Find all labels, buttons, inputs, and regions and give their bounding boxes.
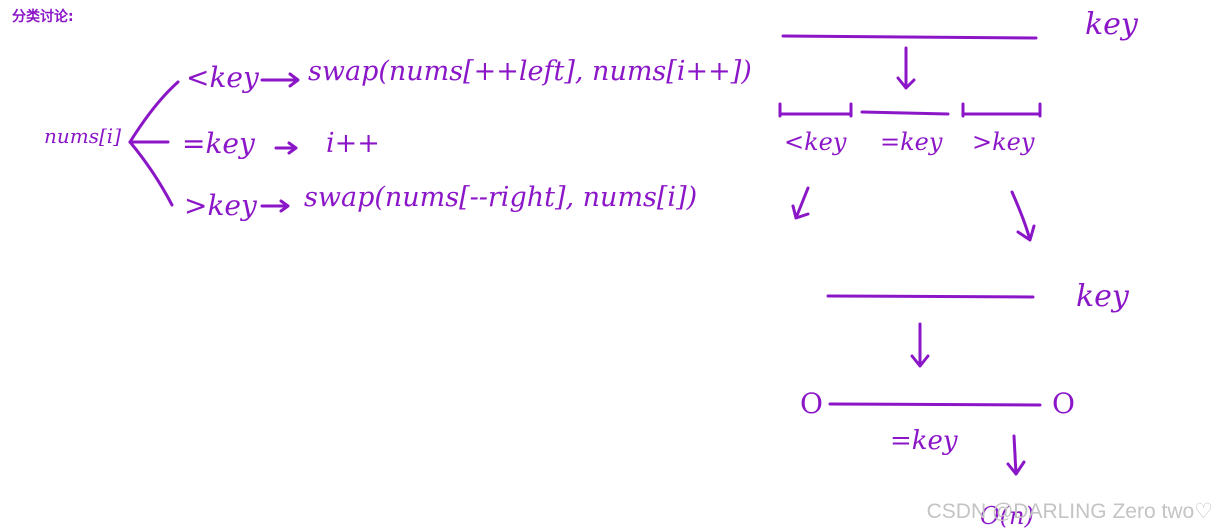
arrow-case-2	[274, 141, 298, 155]
arrow-case-1	[260, 72, 300, 88]
case-3-action: swap(nums[--right], nums[i])	[304, 182, 698, 213]
down-arrow-2	[910, 322, 930, 368]
top-line	[781, 34, 1038, 40]
segment-greater	[961, 102, 1042, 118]
arrow-down-left	[791, 186, 810, 220]
root-label: nums[i]	[44, 124, 121, 148]
branch-line-lower	[128, 140, 174, 207]
branch-line-upper	[128, 80, 180, 144]
case-3-condition: >key	[184, 189, 257, 222]
top-key-label: key	[1085, 7, 1138, 42]
arrow-down-right	[1010, 190, 1036, 242]
arrow-case-3	[260, 199, 290, 213]
down-arrow-1	[896, 46, 916, 90]
case-2-condition: =key	[182, 127, 255, 160]
case-1-condition: <key	[186, 61, 259, 94]
segment-equal	[860, 110, 950, 116]
part-equal-label: =key	[880, 128, 943, 156]
complexity-label: O(n)	[980, 502, 1034, 530]
csdn-watermark: CSDN @DARLING Zero two♡	[926, 500, 1213, 523]
endpoint-left: O	[800, 387, 823, 420]
second-line	[826, 294, 1035, 299]
section-heading: 分类讨论:	[12, 9, 74, 25]
case-1-action: swap(nums[++left], nums[i++])	[308, 56, 752, 87]
bottom-equal-key-label: =key	[890, 426, 958, 456]
endpoint-right: O	[1052, 387, 1075, 420]
case-2-action: i++	[326, 128, 380, 159]
bottom-line	[828, 402, 1042, 407]
down-arrow-3	[1006, 434, 1026, 476]
part-greater-label: >key	[972, 128, 1035, 156]
segment-less	[778, 102, 853, 118]
second-key-label: key	[1076, 279, 1129, 314]
part-less-label: <key	[784, 128, 847, 156]
